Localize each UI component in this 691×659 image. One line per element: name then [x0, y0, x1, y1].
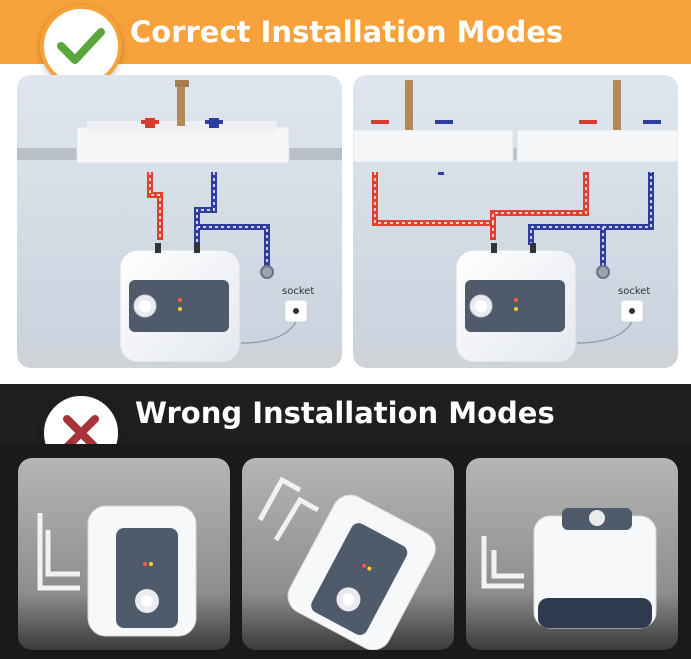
wrong-panel-tilted [242, 458, 454, 650]
wrong-title: Wrong Installation Modes [135, 396, 555, 430]
correct-panel-single-sink: socket [17, 75, 342, 368]
socket-label: socket [282, 286, 314, 297]
correct-panel-double-sink: socket [353, 75, 678, 368]
socket-label: socket [618, 286, 650, 297]
cross-icon [63, 415, 99, 451]
wrong-panel-sideways [18, 458, 230, 650]
correct-title: Correct Installation Modes [130, 15, 564, 49]
check-icon [57, 28, 105, 64]
wrong-panel-upright [466, 458, 678, 650]
